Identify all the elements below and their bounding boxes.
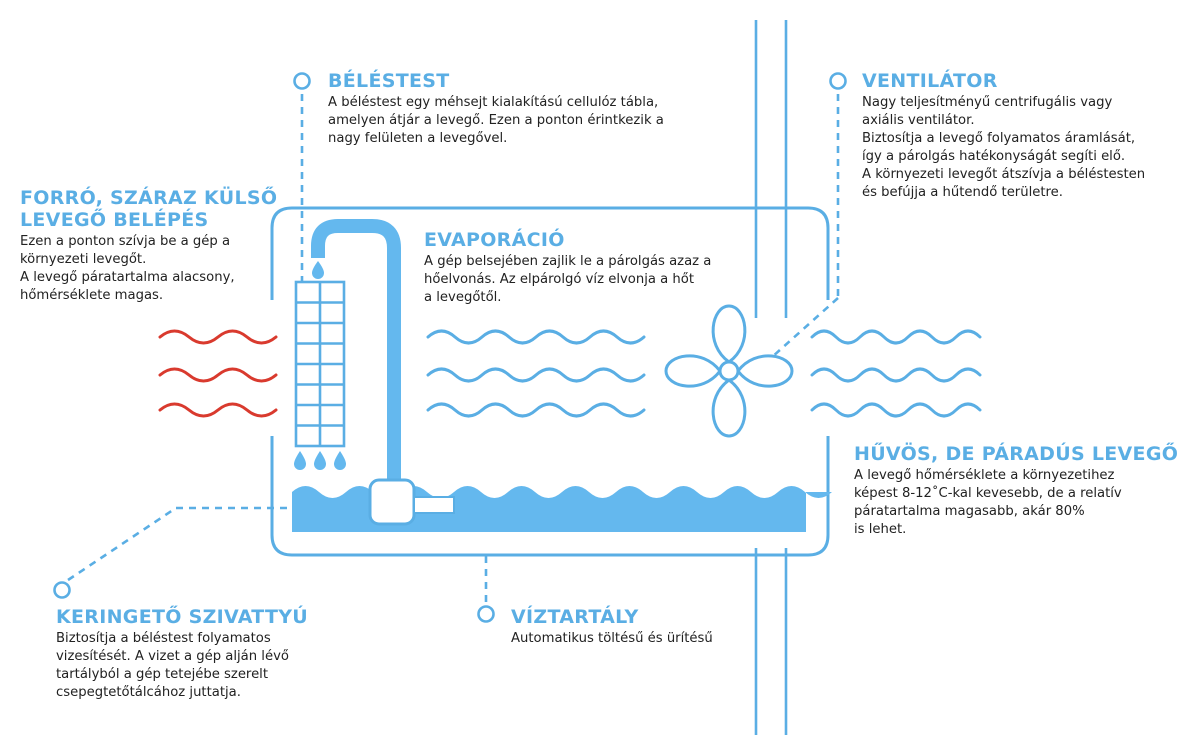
cool-air-waves [810,329,982,418]
label-evaporation: EVAPORÁCIÓ A gép belsejében zajlik le a … [424,229,754,307]
label-title: FORRÓ, SZÁRAZ KÜLSŐ LEVEGŐ BELÉPÉS [20,187,278,231]
water-pipe-icon [311,219,401,486]
label-title: VÍZTARTÁLY [511,606,639,628]
evaporation-air-waves [426,329,646,418]
label-circulation-pump: KERINGETŐ SZIVATTYÚ Biztosítja a béléste… [56,606,356,702]
callout-dot-tank [477,605,495,623]
droplet-icon [334,451,346,470]
droplet-icon [294,451,306,470]
label-description: A béléstest egy méhsejt kialakítású cell… [328,95,664,146]
hot-air-waves [158,329,278,418]
fan-icon [664,304,794,438]
callout-dot-pump [53,581,71,599]
callout-dot-belestest [293,72,311,90]
label-belestest: BÉLÉSTEST A béléstest egy méhsejt kialak… [328,70,708,148]
label-cool-humid-air: HŰVÖS, DE PÁRADÚS LEVEGŐ A levegő hőmérs… [854,443,1194,539]
label-title: KERINGETŐ SZIVATTYÚ [56,606,309,628]
label-description: Biztosítja a béléstest folyamatos vizesí… [56,631,289,700]
droplets [294,261,346,470]
label-title: EVAPORÁCIÓ [424,229,565,251]
callout-dot-ventilator [829,72,847,90]
honeycomb-pad-icon [294,280,346,448]
callout-dots [53,72,847,623]
label-title: HŰVÖS, DE PÁRADÚS LEVEGŐ [854,443,1179,465]
air-duct [754,20,788,735]
label-description: Ezen a ponton szívja be a gép a környeze… [20,234,235,303]
label-title: BÉLÉSTEST [328,70,450,92]
label-title: VENTILÁTOR [862,70,998,92]
label-description: Automatikus töltésű és ürítésű [511,631,713,646]
pump-icon [368,478,455,526]
machine-housing [270,206,830,557]
label-water-tank: VÍZTARTÁLY Automatikus töltésű és ürítés… [511,606,771,648]
droplet-icon [314,451,326,470]
label-description: A gép belsejében zajlik le a párolgás az… [424,254,712,305]
label-ventilator: VENTILÁTOR Nagy teljesítményű centrifugá… [862,70,1192,202]
label-description: A levegő hőmérséklete a környezetihez ké… [854,468,1122,537]
label-description: Nagy teljesítményű centrifugális vagy ax… [862,95,1146,200]
droplet-icon [312,261,324,279]
label-hot-air-inlet: FORRÓ, SZÁRAZ KÜLSŐ LEVEGŐ BELÉPÉS Ezen … [20,187,290,305]
